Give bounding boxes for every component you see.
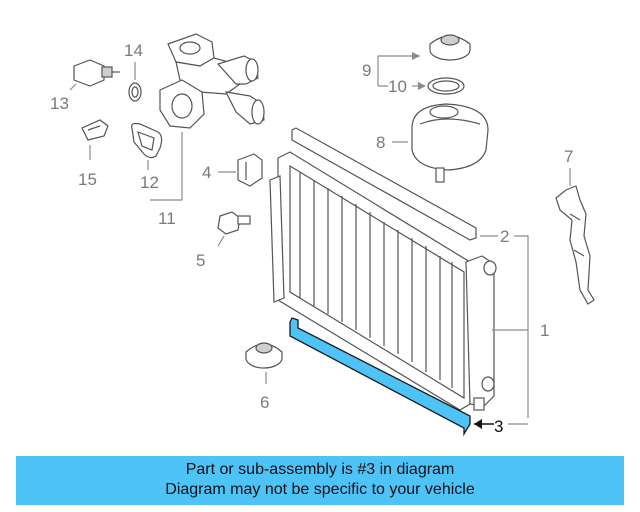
callout-7[interactable]: 7 — [564, 147, 573, 166]
caption-line-1: Part or sub-assembly is #3 in diagram — [185, 461, 455, 478]
bracket-1-3 — [514, 235, 529, 418]
callout-10[interactable]: 10 — [388, 77, 407, 96]
part-3-seal-strip-highlighted[interactable] — [289, 317, 471, 437]
part-8-expansion-tank[interactable] — [411, 103, 489, 183]
arrow-3 — [474, 419, 482, 429]
callout-6[interactable]: 6 — [260, 393, 269, 412]
part-14-o-ring[interactable] — [128, 82, 142, 102]
callout-1[interactable]: 1 — [540, 321, 549, 340]
callout-14[interactable]: 14 — [124, 41, 143, 60]
callout-12[interactable]: 12 — [140, 173, 159, 192]
part-6-mount[interactable] — [245, 342, 283, 369]
callout-11[interactable]: 11 — [158, 209, 176, 228]
callout-5[interactable]: 5 — [196, 251, 205, 270]
part-13-sensor[interactable] — [73, 59, 120, 87]
part-12-gasket[interactable] — [131, 122, 163, 159]
caption-bar: Part or sub-assembly is #3 in diagram Di… — [16, 456, 624, 505]
callout-4[interactable]: 4 — [202, 163, 211, 182]
part-2-seal-strip[interactable] — [291, 127, 477, 241]
callout-3[interactable]: 3 — [494, 417, 503, 436]
part-9-cap[interactable] — [429, 34, 471, 61]
part-11-coolant-flange[interactable] — [159, 33, 265, 129]
part-4-bracket[interactable] — [237, 153, 263, 187]
callout-8[interactable]: 8 — [376, 133, 385, 152]
part-5-bolt[interactable] — [217, 211, 251, 235]
lead-11 — [150, 132, 183, 201]
parts-diagram: 13 14 15 12 11 4 5 6 — [50, 33, 595, 437]
lead-5 — [217, 235, 225, 247]
callout-13[interactable]: 13 — [50, 94, 69, 113]
callout-9[interactable]: 9 — [362, 61, 371, 80]
part-7-baffle[interactable] — [555, 185, 595, 305]
lead-13 — [69, 83, 77, 91]
part-1-radiator[interactable] — [269, 151, 497, 411]
part-15-clip[interactable] — [81, 119, 109, 141]
callout-15[interactable]: 15 — [78, 170, 97, 189]
radiator-fins — [299, 172, 453, 388]
callout-2[interactable]: 2 — [500, 227, 509, 246]
caption-line-2: Diagram may not be specific to your vehi… — [165, 481, 475, 498]
